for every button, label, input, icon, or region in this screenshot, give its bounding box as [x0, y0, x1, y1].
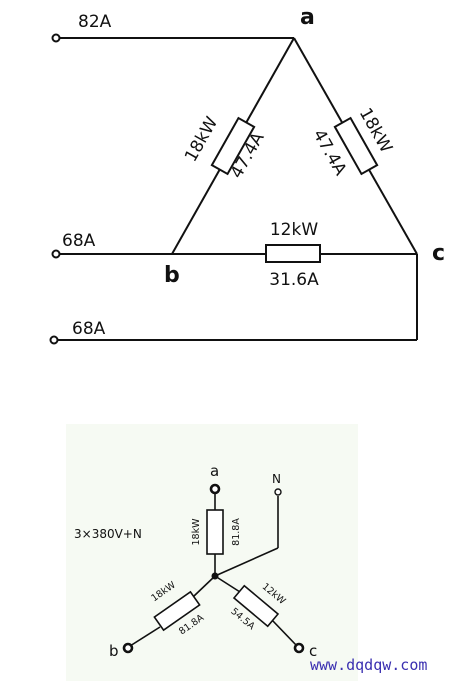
load-bc-power: 12kW — [270, 220, 318, 240]
resistor-bc-icon — [265, 244, 321, 263]
terminal-c-icon — [49, 335, 59, 345]
wire-b-outer — [129, 626, 161, 647]
terminal-star-b-icon — [122, 642, 134, 654]
load-bc-current: 31.6A — [269, 270, 319, 290]
neutral-label: N — [272, 472, 281, 486]
terminal-b-icon — [51, 249, 61, 259]
wire-b-inner — [193, 575, 216, 597]
resistor-a-icon — [206, 509, 224, 555]
star-node-a-label: a — [210, 462, 219, 480]
terminal-neutral-icon — [274, 488, 282, 496]
wire-c-inner — [214, 575, 241, 593]
terminal-star-a-icon — [209, 483, 221, 495]
line-current-a: 82A — [78, 12, 112, 32]
supply-label: 3×380V+N — [74, 527, 142, 541]
load-a-current: 81.8A — [231, 518, 242, 546]
node-c-label: c — [432, 241, 445, 266]
resistor-b-icon — [153, 590, 201, 632]
resistor-ab-icon — [210, 116, 256, 176]
line-current-c: 68A — [72, 319, 106, 339]
resistor-ac-icon — [333, 116, 379, 176]
delta-circuit — [49, 33, 418, 345]
star-circuit — [129, 492, 298, 647]
resistor-c-icon — [232, 584, 280, 628]
star-node-c-label: c — [309, 642, 317, 660]
line-current-b: 68A — [62, 231, 96, 251]
star-node-b-label: b — [109, 642, 119, 660]
terminal-a-icon — [51, 33, 61, 43]
load-a-power: 18kW — [191, 518, 202, 546]
terminal-star-c-icon — [293, 642, 305, 654]
wire-c-outer — [271, 619, 298, 647]
star-junction-icon — [211, 572, 219, 580]
watermark-text: www.dqdqw.com — [310, 656, 427, 674]
node-b-label: b — [164, 263, 180, 288]
wire-neutral-diagonal — [214, 547, 279, 577]
node-a-label: a — [300, 5, 315, 30]
